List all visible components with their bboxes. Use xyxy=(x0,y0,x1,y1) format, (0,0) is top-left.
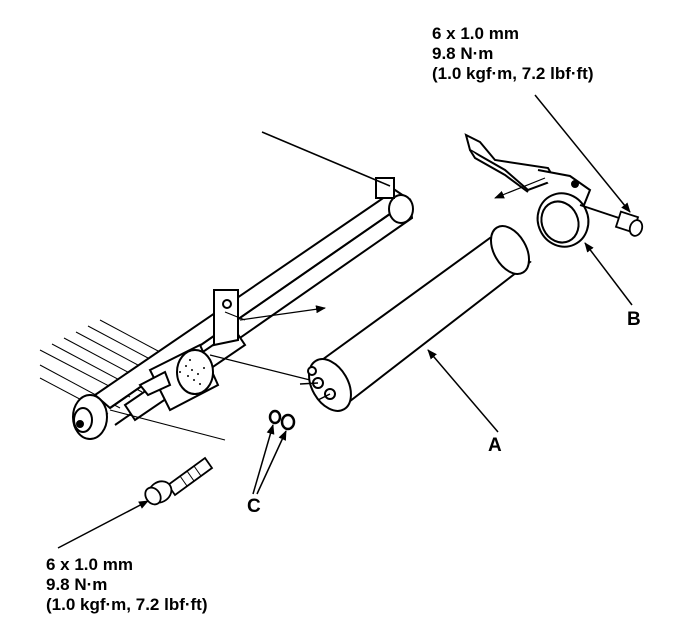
condenser-fins xyxy=(39,319,191,415)
torque-nm-label: 9.8 N·m xyxy=(432,44,494,63)
leader-bolt-condenser xyxy=(109,409,226,441)
fitting-texture xyxy=(179,359,205,385)
callout-a: A xyxy=(488,435,502,456)
bolt-size-label: 6 x 1.0 mm xyxy=(432,24,519,43)
torque-alt-label: (1.0 kgf·m, 7.2 lbf·ft) xyxy=(432,64,594,83)
leader-callout-b xyxy=(584,242,633,306)
leader-callout-a xyxy=(427,349,499,433)
bolt-top xyxy=(579,204,644,237)
receiver-dryer xyxy=(299,225,532,412)
o-rings xyxy=(268,409,296,431)
install-arrow-upper-bend xyxy=(224,311,246,321)
leader-callout-c-2 xyxy=(256,430,287,495)
leader-spec-top xyxy=(534,94,631,213)
condenser-assembly xyxy=(39,177,414,440)
install-arrow-upper xyxy=(239,305,326,321)
leader-callout-c-1 xyxy=(252,424,275,495)
torque-nm-label: 9.8 N·m xyxy=(46,575,108,594)
bolt-size-label: 6 x 1.0 mm xyxy=(46,555,133,574)
leader-spec-bottom xyxy=(57,500,149,549)
leader-condenser-top xyxy=(261,131,391,187)
callout-b: B xyxy=(627,309,641,330)
mounting-clamp xyxy=(464,133,592,248)
install-arrow-clamp xyxy=(494,177,546,199)
torque-spec-top: 6 x 1.0 mm 9.8 N·m (1.0 kgf·m, 7.2 lbf·f… xyxy=(432,24,594,84)
leader-fitting xyxy=(209,354,311,381)
torque-alt-label: (1.0 kgf·m, 7.2 lbf·ft) xyxy=(46,595,208,614)
bolt-bottom xyxy=(144,456,214,506)
callout-c: C xyxy=(247,496,261,517)
torque-spec-bottom: 6 x 1.0 mm 9.8 N·m (1.0 kgf·m, 7.2 lbf·f… xyxy=(46,555,208,615)
